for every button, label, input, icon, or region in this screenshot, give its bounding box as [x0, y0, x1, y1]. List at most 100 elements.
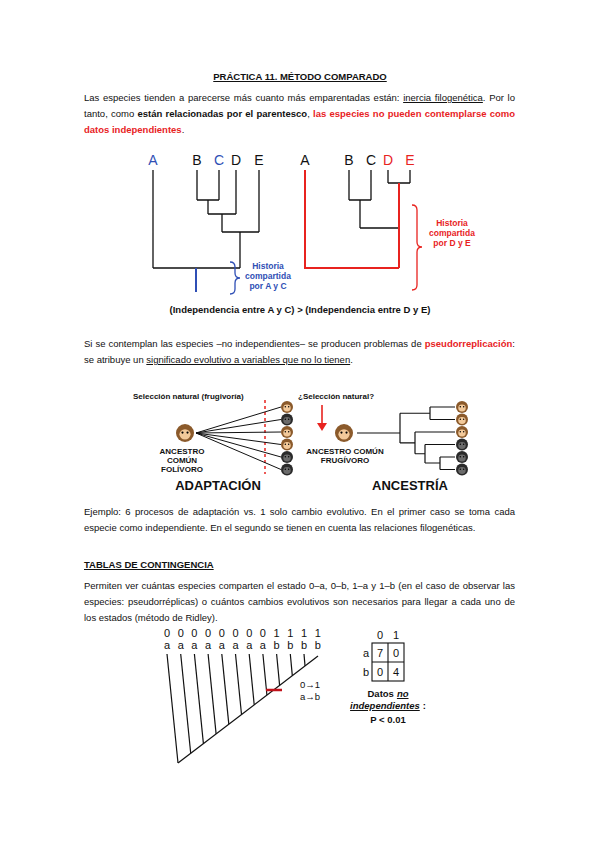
- face-skin: [283, 404, 290, 411]
- tip-branch: [277, 654, 280, 685]
- tree-one: [153, 170, 259, 268]
- table-header: 1: [393, 629, 399, 641]
- face-eye: [460, 431, 461, 432]
- face-outline: [176, 424, 194, 442]
- face-eye: [463, 456, 464, 457]
- body-text: .: [350, 354, 353, 365]
- figure-heading: ANCESTRÍA: [372, 478, 448, 493]
- tip-branch: [181, 654, 191, 753]
- face-eye: [288, 406, 289, 407]
- face-eye: [460, 468, 461, 469]
- face-outline: [281, 414, 293, 426]
- tree-branches: [153, 170, 259, 268]
- state-digit: 0: [260, 627, 266, 639]
- table-row-label: a: [363, 647, 369, 659]
- face-eye: [340, 431, 342, 433]
- tip-branch: [222, 654, 229, 724]
- face-skin: [283, 454, 290, 461]
- tip-branch: [236, 654, 242, 714]
- state-digit: 0: [178, 627, 184, 639]
- tip-branch: [304, 654, 305, 666]
- face-eye: [463, 431, 464, 432]
- face-eye: [463, 443, 464, 444]
- tip-branch: [167, 654, 178, 763]
- state-letter: a: [219, 639, 225, 651]
- table-grid: [372, 643, 404, 681]
- paragraph: Si se contemplan las especies –no indepe…: [84, 336, 515, 368]
- body-text: ,: [307, 108, 313, 119]
- face-skin: [338, 429, 349, 439]
- face-outline: [281, 464, 293, 476]
- backbone: [178, 656, 318, 763]
- face-outline: [456, 464, 468, 476]
- face-skin: [458, 454, 465, 461]
- face-skin: [458, 417, 465, 424]
- state-letter: b: [315, 639, 321, 651]
- section-heading: TABLAS DE CONTINGENCIA: [84, 559, 214, 571]
- tip-branch: [249, 654, 254, 705]
- face-eye: [463, 406, 464, 407]
- face-eye: [460, 456, 461, 457]
- note-text: :: [423, 700, 426, 712]
- face-eye: [285, 418, 286, 419]
- ancestry-tree: [357, 407, 455, 470]
- state-letter: a: [260, 639, 266, 651]
- state-digit: 1: [287, 627, 293, 639]
- note-text: independientes: [350, 700, 420, 712]
- monkey-face: [456, 414, 468, 426]
- paragraph: Permiten ver cuántas especies comparten …: [84, 578, 515, 626]
- adaptation-line: [196, 433, 281, 457]
- face-eye: [288, 431, 289, 432]
- face-skin: [283, 429, 290, 436]
- face-eye: [463, 418, 464, 419]
- key-term: pseudorreplicación: [425, 338, 513, 349]
- ancestor-label: ANCESTRO COMÚN FRUGÍVORO: [305, 447, 385, 465]
- state-letter: a: [164, 639, 170, 651]
- note-line: independientes:: [350, 700, 426, 712]
- figure-caption: (Independencia entre A y C) > (Independe…: [170, 304, 431, 316]
- table-header: 0: [377, 629, 383, 641]
- arrow-head: [317, 423, 327, 431]
- face-skin: [283, 442, 290, 449]
- species-label: B: [344, 152, 353, 168]
- species-label: E: [405, 152, 414, 168]
- monkey-face: [281, 401, 293, 413]
- tip-branch: [208, 654, 216, 734]
- species-label: B: [192, 152, 201, 168]
- state-digit: 1: [315, 627, 321, 639]
- state-letter: a: [205, 639, 211, 651]
- adaptation-lines: [196, 407, 281, 470]
- table-row-label: b: [363, 666, 369, 678]
- state-digit: 1: [301, 627, 307, 639]
- face-outline: [281, 401, 293, 413]
- monkey-face: [456, 439, 468, 451]
- species-label: C: [214, 152, 224, 168]
- tip-branch: [194, 654, 203, 744]
- face-eye: [285, 406, 286, 407]
- table-border: [372, 643, 404, 681]
- state-letter: a: [232, 639, 238, 651]
- brace: [230, 262, 240, 294]
- change-note: 0→1: [300, 679, 320, 691]
- monkey-face: [456, 401, 468, 413]
- table-cell: 4: [393, 666, 399, 678]
- adaptation-line: [196, 432, 281, 433]
- face-eye: [288, 468, 289, 469]
- body-text: Permiten ver cuántas especies comparten …: [84, 580, 515, 623]
- state-digit: 0: [219, 627, 225, 639]
- face-skin: [458, 442, 465, 449]
- p-value: P < 0.01: [370, 714, 405, 726]
- adaptation-line: [196, 407, 281, 433]
- face-eye: [285, 431, 286, 432]
- face-eye: [463, 468, 464, 469]
- face-skin: [458, 404, 465, 411]
- monkey-face: [281, 439, 293, 451]
- face-eye: [285, 456, 286, 457]
- tree-branches: [349, 170, 410, 228]
- figure-note: ¿Selección natural?: [298, 392, 374, 401]
- face-eye: [345, 431, 347, 433]
- change-note: a→b: [300, 691, 320, 703]
- history-note: Historia compartida por D y E: [424, 218, 480, 248]
- tip-branch: [290, 654, 292, 676]
- state-letter: a: [246, 639, 252, 651]
